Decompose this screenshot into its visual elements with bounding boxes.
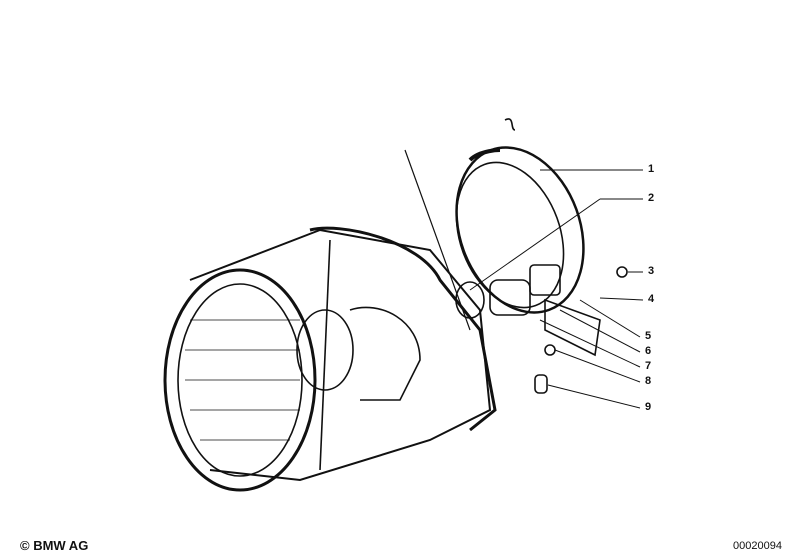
callout-6: 6	[645, 345, 652, 357]
callout-9: 9	[645, 401, 652, 413]
lens	[163, 268, 317, 492]
bulb-and-socket	[455, 264, 628, 394]
callout-lines	[469, 169, 644, 409]
callout-1: 1	[648, 163, 655, 175]
diagram-number: 00020094	[733, 540, 782, 552]
callout-7: 7	[645, 360, 652, 372]
copyright: © BMW AG	[20, 538, 89, 553]
callout-8: 8	[645, 375, 652, 387]
callout-4: 4	[648, 293, 655, 305]
callout-3: 3	[648, 265, 655, 277]
reflector-ring	[455, 118, 585, 314]
headlight-housing	[189, 226, 497, 482]
callout-5: 5	[645, 330, 652, 342]
callout-2: 2	[648, 192, 655, 204]
